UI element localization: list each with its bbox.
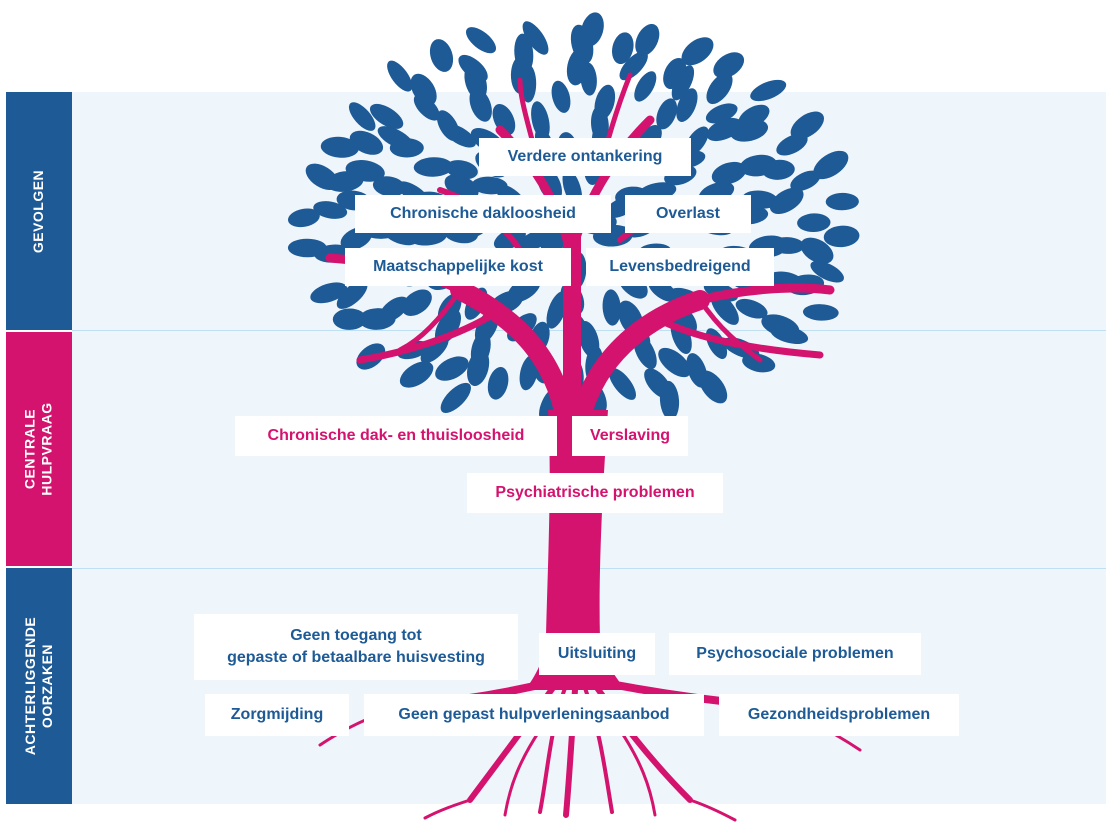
- root-line: [503, 728, 542, 817]
- leaf-shape: [377, 126, 414, 150]
- leaf-shape: [440, 382, 471, 413]
- leaf-shape: [663, 57, 687, 90]
- leaf-shape: [619, 51, 648, 81]
- leaf-shape: [738, 104, 770, 129]
- leaf-shape: [813, 150, 849, 180]
- leaf-shape: [594, 84, 616, 121]
- leaf-shape: [802, 304, 839, 321]
- leaf-shape: [410, 73, 437, 106]
- root-line: [618, 728, 657, 817]
- leaf-shape: [348, 102, 376, 131]
- leaf-shape: [471, 176, 508, 195]
- consequence-label: Verdere ontankering: [479, 138, 691, 176]
- leaf-shape: [305, 163, 339, 191]
- section-label-gevolgen: GEVOLGEN: [6, 92, 72, 330]
- leaf-shape: [634, 71, 657, 102]
- leaf-shape: [436, 110, 460, 142]
- central-issue-label: Chronische dak- en thuisloosheid: [235, 416, 557, 456]
- leaf-shape: [420, 335, 449, 364]
- leaf-shape: [531, 101, 550, 140]
- leaf-shape: [770, 237, 805, 254]
- leaf-shape: [659, 380, 680, 420]
- section-label-centrale-hulpvraag: CENTRALE HULPVRAAG: [6, 332, 72, 566]
- leaf-shape: [735, 298, 768, 319]
- leaf-shape: [519, 354, 539, 391]
- leaf-shape: [658, 347, 691, 378]
- leaf-shape: [313, 201, 348, 219]
- leaf-shape: [387, 60, 413, 92]
- leaf-shape: [790, 170, 821, 192]
- cause-label: Geen toegang tot gepaste of betaalbare h…: [194, 614, 518, 680]
- leaf-shape: [706, 72, 733, 105]
- cause-label: Uitsluiting: [539, 633, 655, 675]
- leaf-shape: [602, 289, 621, 326]
- leaf-shape: [372, 176, 406, 197]
- leaf-shape: [522, 21, 549, 55]
- leaf-shape: [320, 136, 359, 158]
- cause-label: Psychosociale problemen: [669, 633, 921, 675]
- consequence-label: Levensbedreigend: [586, 248, 774, 286]
- leaf-shape: [287, 238, 327, 258]
- leaf-shape: [790, 111, 824, 140]
- leaf-shape: [487, 367, 509, 400]
- leaf-shape: [458, 54, 488, 82]
- section-label-achterliggende-oorzaken: ACHTERLIGGENDE OORZAKEN: [6, 568, 72, 804]
- leaf-shape: [429, 39, 454, 72]
- leaf-shape: [742, 353, 776, 373]
- leaf-shape: [445, 160, 478, 180]
- leaf-shape: [671, 65, 695, 101]
- leaf-shape: [401, 289, 432, 316]
- leaf-shape: [287, 208, 320, 228]
- leaf-shape: [797, 213, 831, 233]
- leaf-shape: [742, 190, 778, 209]
- leaf-shape: [467, 349, 490, 387]
- leaf-shape: [769, 187, 804, 214]
- cause-label: Zorgmijding: [205, 694, 349, 736]
- leaf-shape: [435, 356, 469, 381]
- leaf-shape: [465, 27, 497, 54]
- leaf-shape: [810, 260, 844, 283]
- leaf-shape: [711, 161, 747, 185]
- consequence-label: Overlast: [625, 195, 751, 233]
- leaf-shape: [608, 367, 636, 400]
- leaf-shape: [336, 280, 368, 309]
- leaf-shape: [681, 37, 714, 66]
- central-issue-label: Psychiatrische problemen: [467, 473, 723, 513]
- leaf-shape: [770, 325, 809, 344]
- consequence-label: Chronische dakloosheid: [355, 195, 611, 233]
- leaf-shape: [546, 291, 568, 329]
- leaf-shape: [823, 225, 860, 248]
- leaf-shape: [514, 33, 534, 74]
- leaf-shape: [713, 52, 745, 79]
- leaf-shape: [750, 79, 787, 102]
- leaf-shape: [580, 12, 604, 47]
- root-line: [423, 798, 472, 820]
- leaf-shape: [399, 361, 434, 388]
- leaf-shape: [656, 98, 678, 130]
- cause-label: Gezondheidsproblemen: [719, 694, 959, 736]
- leaf-shape: [762, 159, 795, 180]
- leaf-shape: [551, 80, 571, 113]
- leaf-shape: [332, 308, 367, 330]
- leaf-shape: [612, 32, 634, 65]
- central-issue-label: Verslaving: [572, 416, 688, 456]
- leaf-shape: [825, 192, 859, 211]
- leaf-shape: [413, 157, 454, 177]
- leaf-shape: [635, 23, 660, 56]
- consequence-label: Maatschappelijke kost: [345, 248, 571, 286]
- leaf-shape: [369, 103, 404, 129]
- leaf-shape: [698, 370, 728, 404]
- leaf-shape: [517, 228, 555, 251]
- leaf-shape: [705, 103, 738, 124]
- root-line: [688, 798, 737, 822]
- leaf-shape: [800, 237, 834, 264]
- cause-label: Geen gepast hulpverleningsaanbod: [364, 694, 704, 736]
- leaf-shape: [310, 282, 348, 304]
- leaf-shape: [358, 308, 396, 330]
